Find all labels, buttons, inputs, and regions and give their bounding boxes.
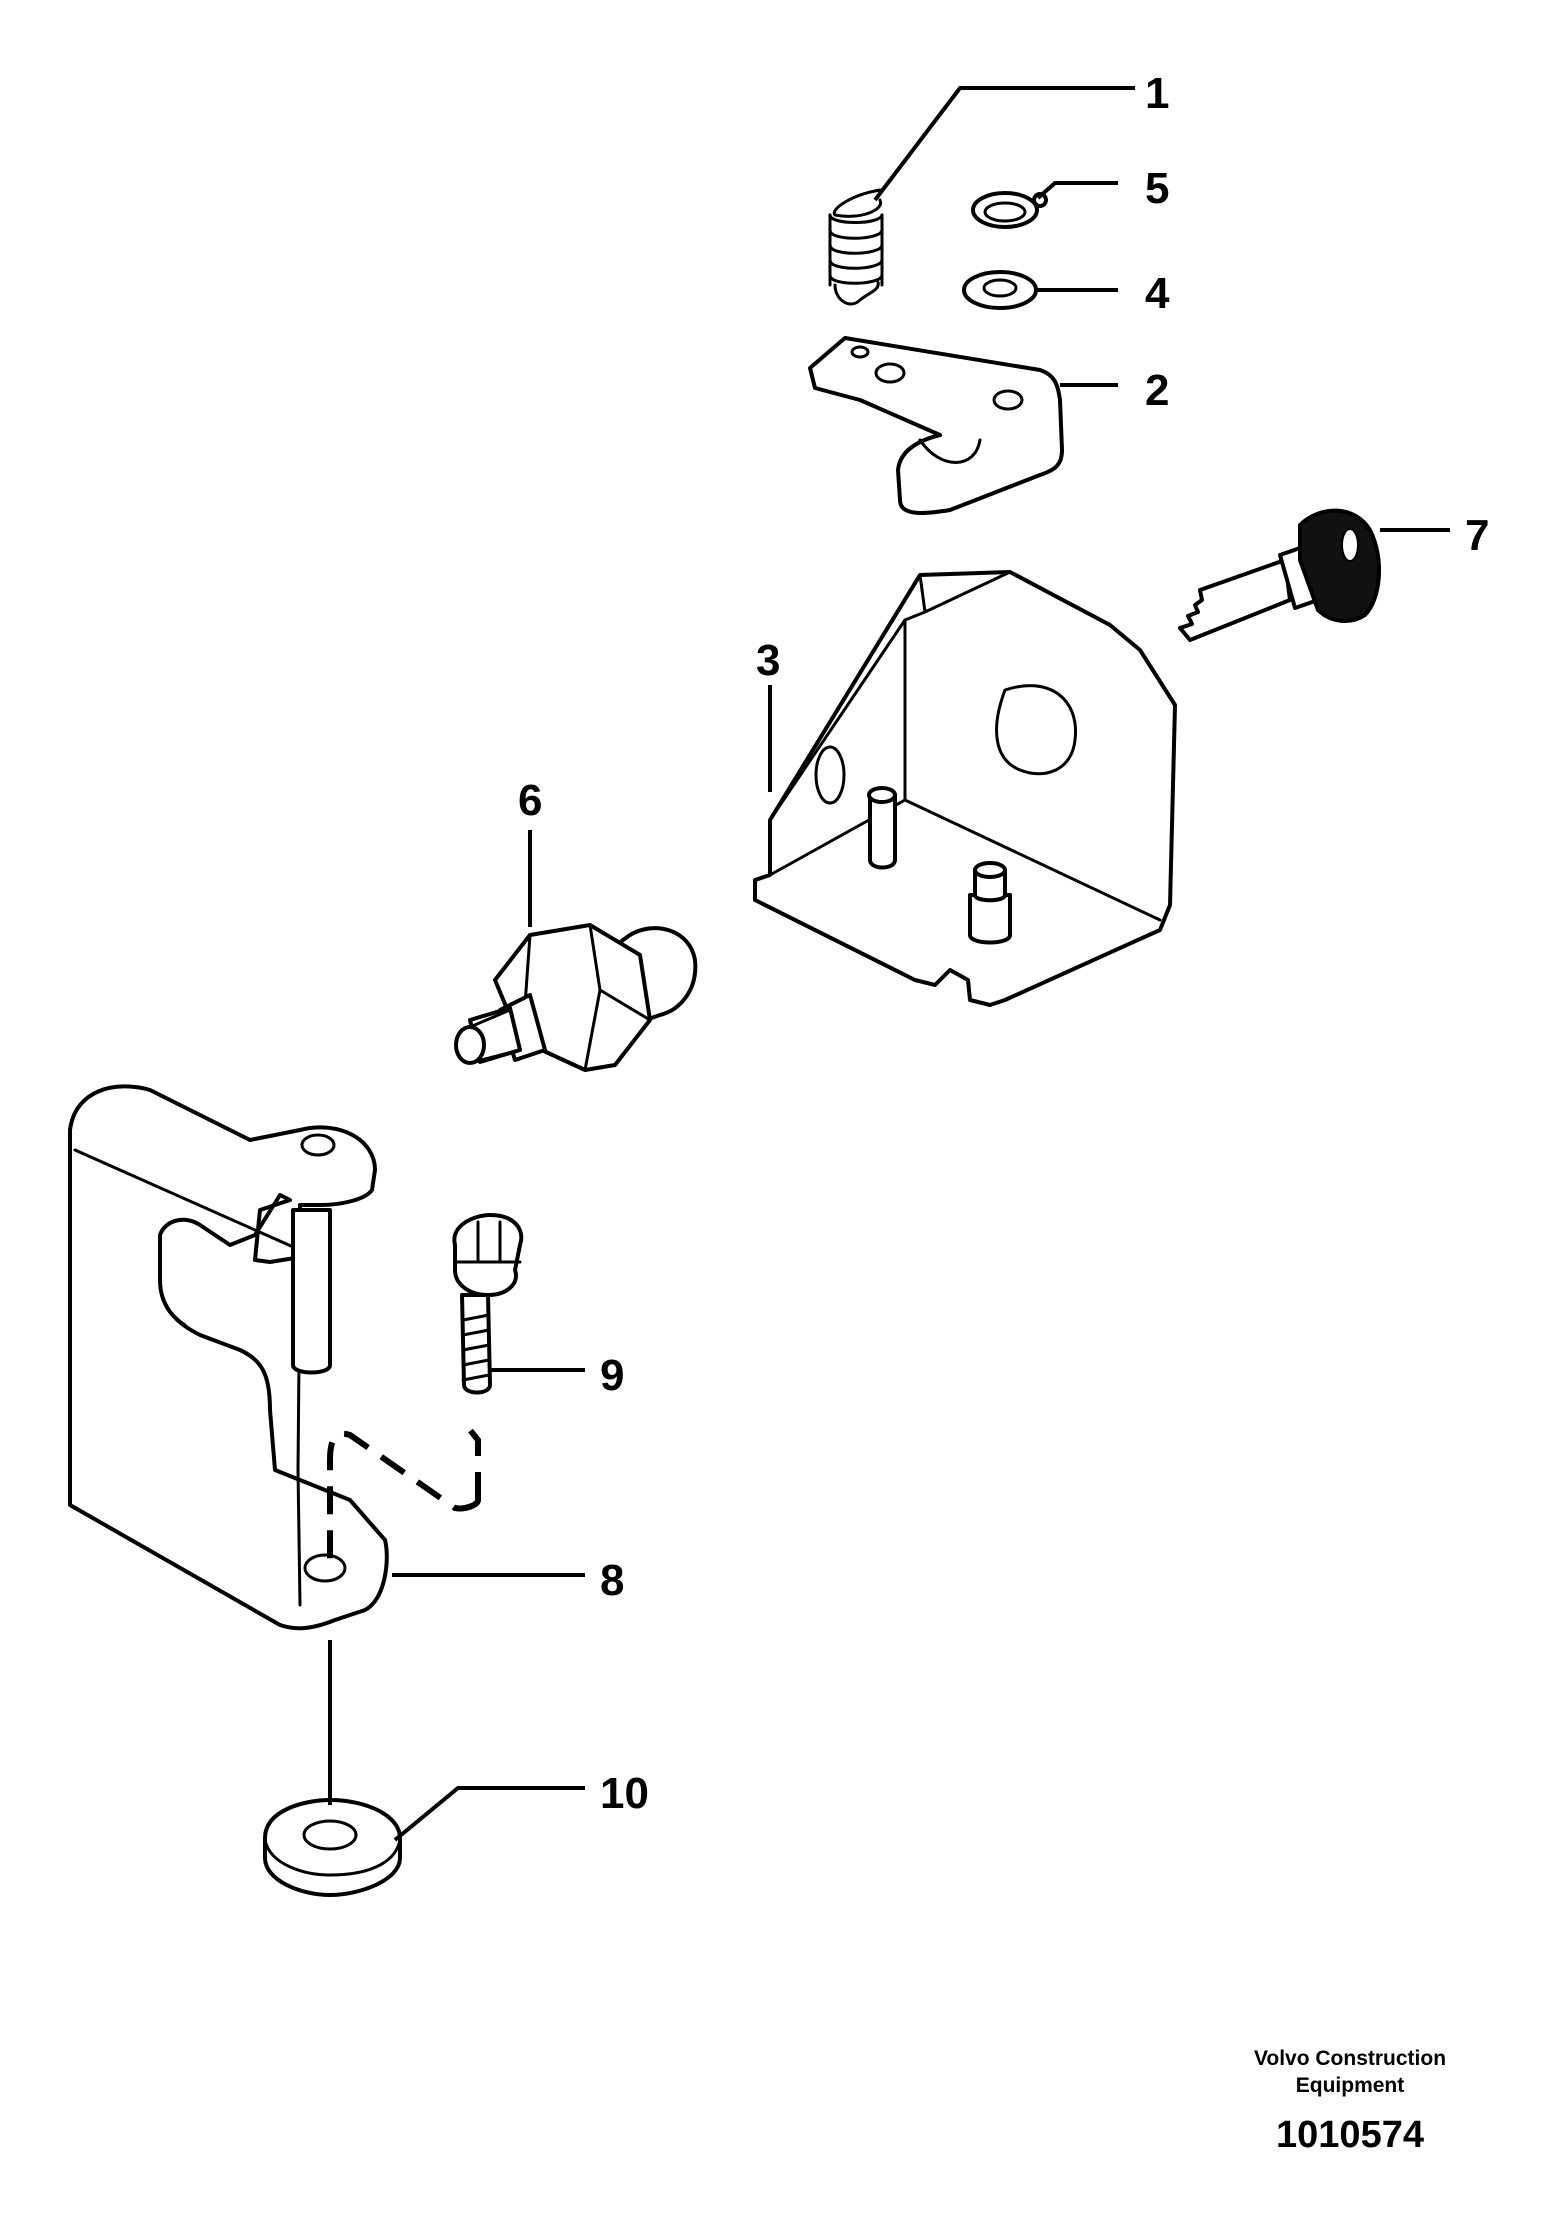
callout-10: 10 (600, 1769, 649, 1818)
lock-cylinder-part (454, 923, 698, 1072)
callout-4: 4 (1145, 269, 1170, 318)
callout-7: 7 (1465, 511, 1489, 560)
leader-lines (327, 86, 1450, 1842)
callout-1: 1 (1145, 69, 1169, 118)
figure-number: 1010574 (1276, 2114, 1424, 2156)
callout-2: 2 (1145, 366, 1169, 415)
callout-labels: 1 2 3 4 5 6 7 8 9 10 (518, 69, 1489, 1818)
washer-large-part (263, 1798, 402, 1897)
callout-6: 6 (518, 776, 542, 825)
company-name-line2: Equipment (1296, 2074, 1405, 2097)
key-part (1178, 508, 1382, 642)
footer: Volvo Construction Equipment 1010574 (1254, 2047, 1446, 2156)
c-bracket-part (68, 1084, 389, 1631)
company-name-line1: Volvo Construction (1254, 2047, 1446, 2070)
washer-part (962, 270, 1038, 310)
flange-bolt-part (452, 1213, 524, 1395)
callout-3: 3 (756, 636, 780, 685)
callout-5: 5 (1145, 164, 1169, 213)
spring-part (828, 188, 884, 306)
latch-plate-part (808, 336, 1064, 515)
callout-9: 9 (600, 1351, 624, 1400)
callout-8: 8 (600, 1556, 624, 1605)
bracket-part (753, 570, 1177, 1007)
circlip-part (971, 191, 1048, 229)
